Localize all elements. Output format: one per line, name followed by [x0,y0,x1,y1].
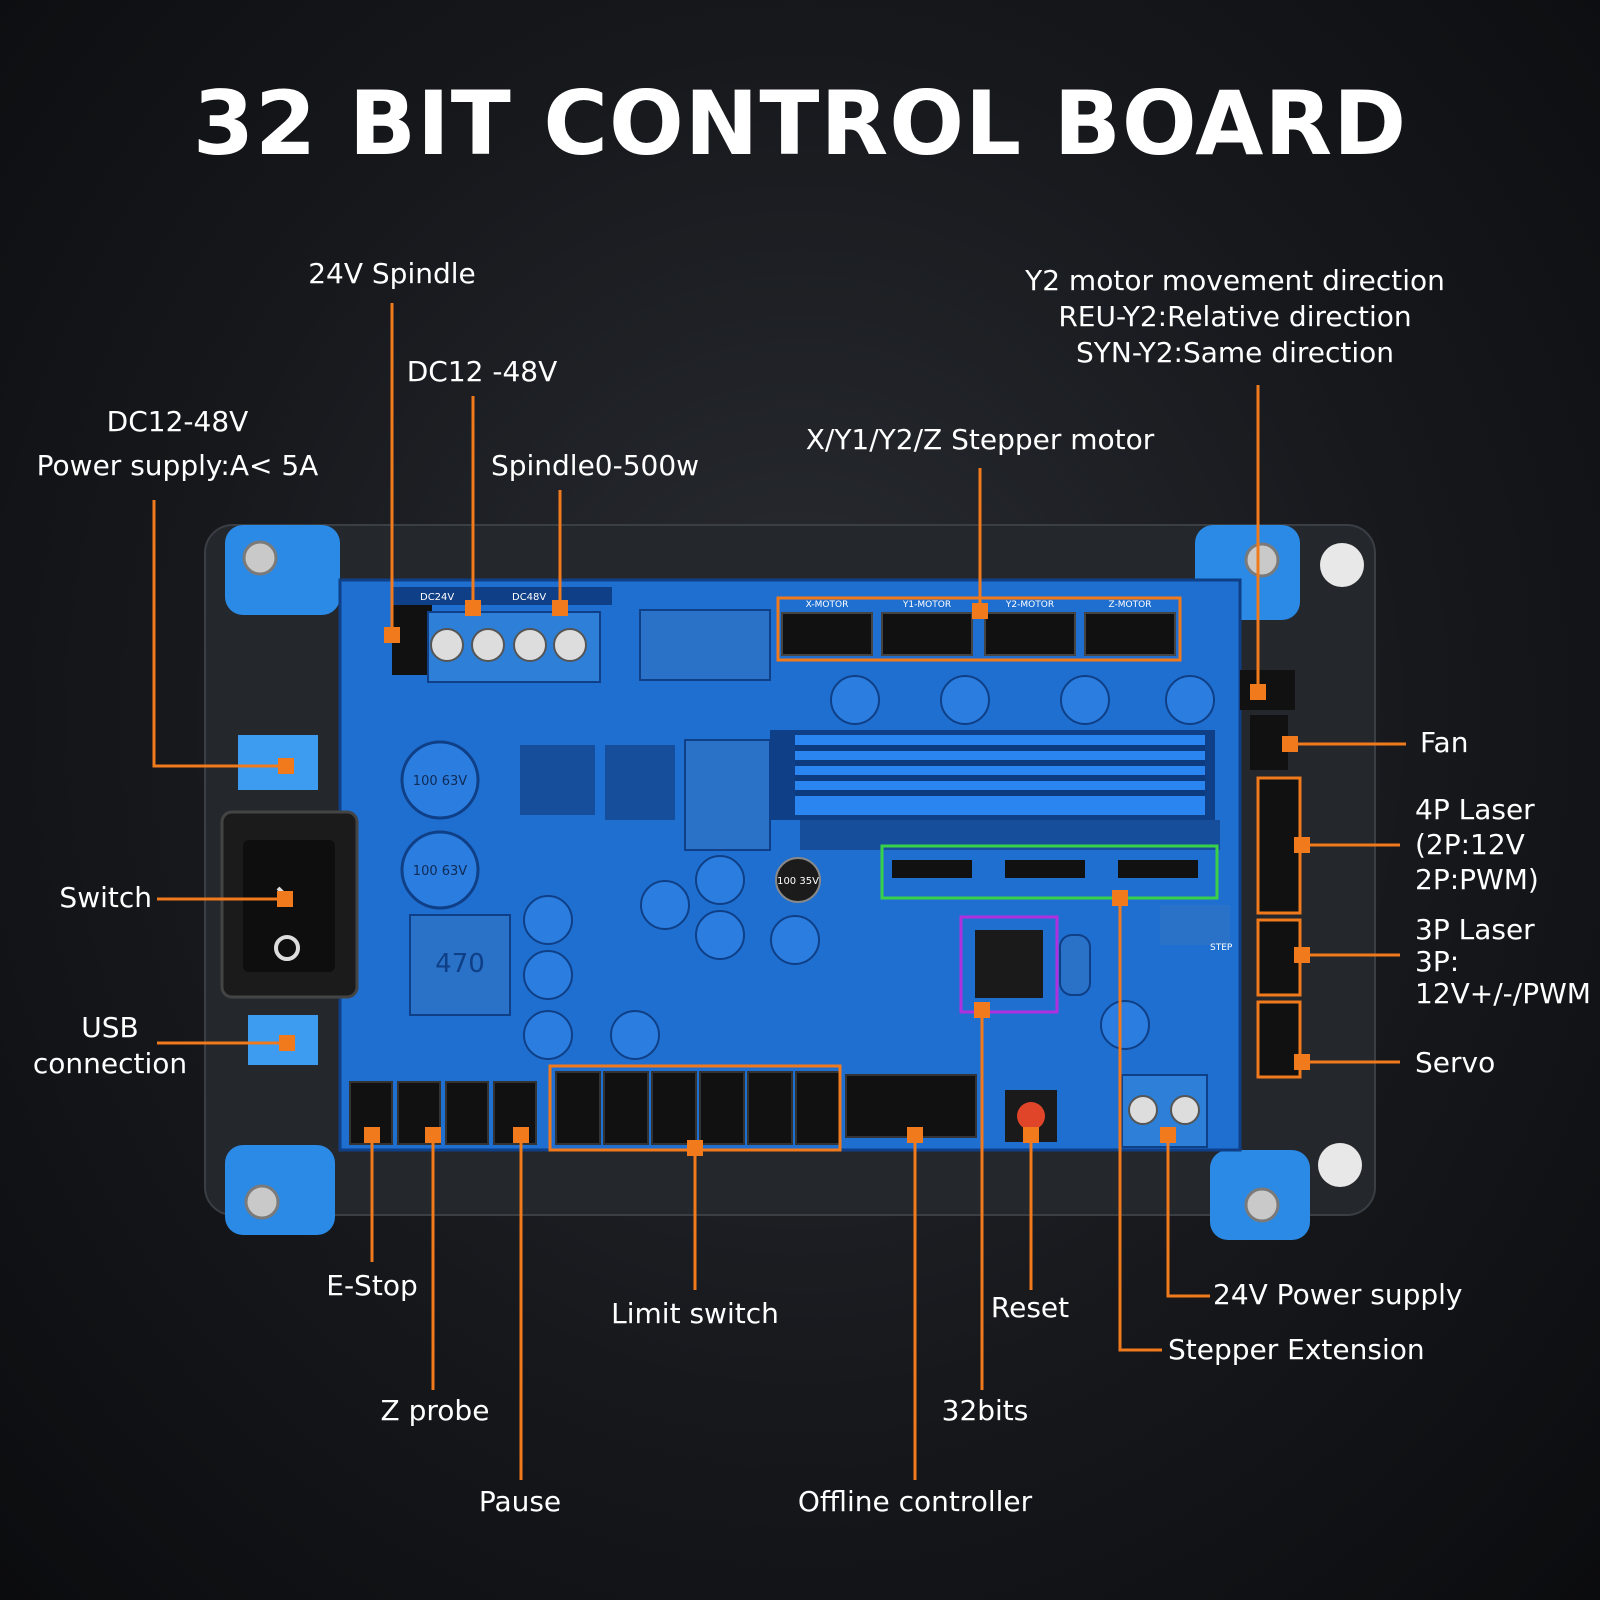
label-laser-4p-line1: 4P Laser [1415,793,1535,826]
chip-icon [959,915,1059,1014]
leader-lines [152,303,1406,1480]
label-offline-controller: Offline controller [797,1485,1033,1518]
label-32bits: 32bits [941,1394,1029,1427]
large-capacitors: 100 63V 100 63V [400,740,480,910]
label-24v-power: 24V Power supply [1213,1278,1463,1311]
silk-x-motor: X-MOTOR [806,600,849,610]
svg-text:100 35V: 100 35V [777,876,819,887]
svg-text:100 63V: 100 63V [413,774,467,789]
screw-icon [242,540,1280,1223]
silk-y2-motor: Y2-MOTOR [1005,600,1054,610]
label-laser-4p-line3: 2P:PWM) [1415,863,1539,896]
label-laser-3p-line3: 12V+/-/PWM [1415,977,1591,1010]
case-hole-top-right [1320,543,1364,587]
svg-text:470: 470 [435,949,485,979]
stepper-extension-header [880,844,1219,900]
svg-text:100 63V: 100 63V [413,864,467,879]
label-z-probe: Z probe [380,1394,490,1427]
label-y2-direction-line3: SYN-Y2:Same direction [1076,336,1394,369]
bottom-headers [349,1071,977,1145]
marker-dots [277,600,1310,1156]
mount-block-bottom-left [225,1145,335,1235]
label-y2-direction-line1: Y2 motor movement direction [1025,264,1445,297]
silk-dc48v: DC48V [512,592,546,603]
label-limit-switch: Limit switch [611,1297,779,1330]
label-stepper-motor: X/Y1/Y2/Z Stepper motor [805,423,1155,456]
mount-block-top-left [225,525,340,615]
label-power-supply-line2: Power supply:A< 5A [36,449,319,482]
label-laser-3p-line2: 3P: [1415,945,1460,978]
label-24v-spindle: 24V Spindle [308,257,476,290]
silk-y1-motor: Y1-MOTOR [902,600,951,610]
label-servo: Servo [1415,1046,1496,1079]
laser-4p-connector [1256,776,1302,915]
inductor [409,914,511,1016]
label-estop: E-Stop [326,1269,418,1302]
label-dc12-48v: DC12 -48V [406,355,558,388]
laser-3p-connector [1256,918,1302,997]
label-usb-line1: USB [81,1011,139,1044]
y2-direction-jumper [1240,670,1295,710]
label-reset: Reset [990,1291,1070,1324]
heatsink-icon [770,730,1215,820]
label-spindle-500w: Spindle0-500w [490,449,700,482]
silk-z-motor: Z-MOTOR [1109,600,1152,610]
label-usb-line2: connection [32,1047,188,1080]
label-laser-3p-line1: 3P Laser [1415,913,1535,946]
label-switch: Switch [59,881,152,914]
servo-connector [1256,1000,1302,1079]
svg-text:STEP: STEP [1210,943,1233,953]
label-stepper-extension: Stepper Extension [1168,1333,1425,1366]
label-laser-4p-line2: (2P:12V [1415,828,1525,861]
small-capacitor [775,857,821,903]
fan-connector [1250,715,1288,770]
case-hole-bottom-right [1318,1143,1362,1187]
label-fan: Fan [1420,726,1469,759]
label-y2-direction-line2: REU-Y2:Relative direction [1058,300,1412,333]
silk-dc24v: DC24V [420,592,454,603]
label-power-supply-line1: DC12-48V [106,405,249,438]
page-title: 32 BIT CONTROL BOARD [192,72,1408,175]
label-pause: Pause [478,1485,562,1518]
